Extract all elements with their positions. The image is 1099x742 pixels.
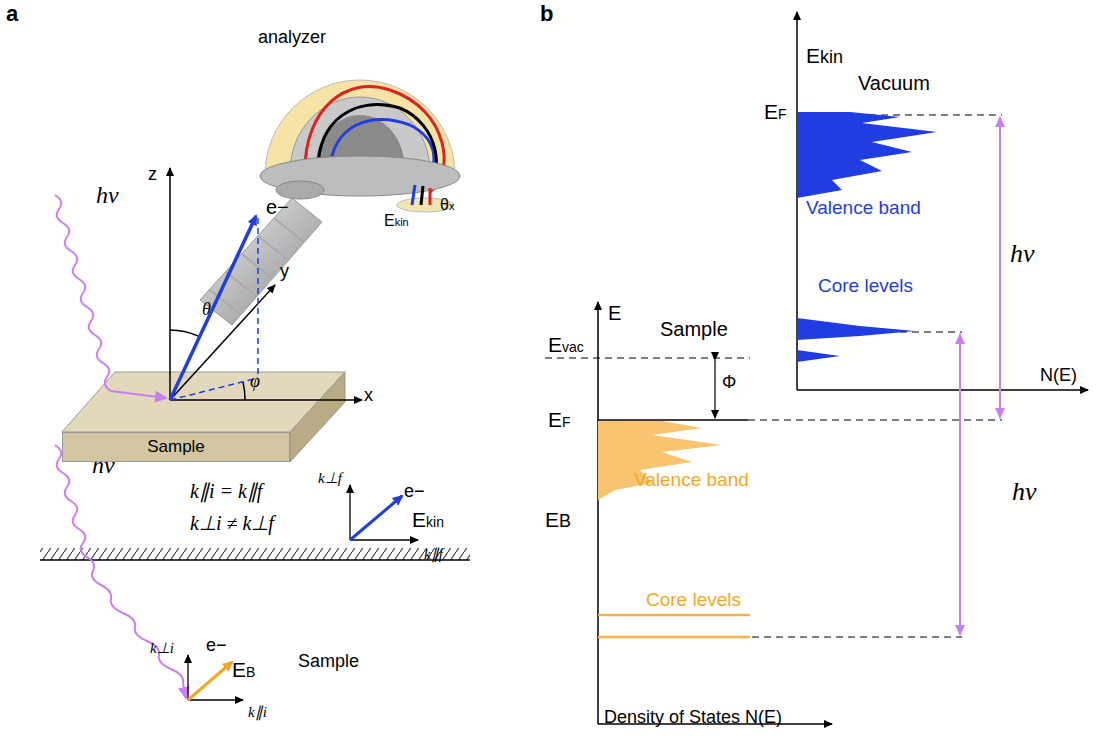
angle-label: φ	[250, 372, 260, 392]
energy-level: Evac	[548, 333, 584, 356]
band-name: Core levels	[818, 276, 913, 297]
photon-label: hν	[1012, 478, 1037, 507]
electron-arrow	[170, 216, 256, 400]
photon-label: hν	[1010, 240, 1035, 269]
analyzer-lens	[200, 198, 322, 325]
photon-label: hν	[96, 182, 119, 208]
sample-side	[290, 372, 345, 462]
energy-level: EF	[764, 100, 787, 123]
signal-name: Ekin	[412, 508, 444, 531]
axis-name: x	[364, 386, 373, 406]
region-name: Vacuum	[858, 72, 930, 94]
axis-name: k⊥i	[150, 640, 174, 657]
axis-name: Ekin	[806, 44, 843, 68]
electron-label: e−	[206, 636, 227, 656]
valence-band-vacuum	[797, 112, 937, 198]
electron-label: e−	[266, 196, 289, 218]
axis-name: k∥i	[248, 704, 267, 721]
photon-wave	[55, 445, 186, 698]
energy-level: EB	[545, 508, 571, 532]
axis-name: N(E)	[1040, 366, 1077, 386]
axis-name: z	[148, 165, 157, 185]
work-function: Φ	[722, 373, 736, 393]
formula: k∥i = k∥f	[190, 480, 262, 502]
electron-label: e−	[404, 482, 425, 502]
panel-letter: a	[6, 2, 18, 26]
angle-label: θ	[202, 300, 211, 320]
axis-name: k∥f	[424, 546, 443, 563]
block-label: Sample	[147, 437, 205, 457]
energy-level: EF	[548, 408, 571, 431]
panel-letter: b	[540, 2, 553, 26]
signal-name: θx	[440, 196, 454, 214]
region-name: Sample	[660, 318, 728, 340]
part-name: analyzer	[258, 28, 326, 48]
region-name: Sample	[298, 652, 359, 672]
signal-name: EB	[232, 658, 255, 681]
axis-name: y	[280, 262, 289, 282]
band-name: Valence band	[806, 198, 921, 219]
analyzer-hemisphere	[260, 80, 460, 212]
photon-wave	[55, 195, 166, 398]
signal-name: Ekin	[384, 212, 409, 230]
axis-name: k⊥f	[318, 470, 342, 487]
band-name: Valence band	[634, 470, 749, 491]
formula: k⊥i ≠ k⊥f	[190, 512, 274, 534]
axis-name: Density of States N(E)	[604, 708, 782, 728]
axis-name: E	[608, 302, 621, 324]
band-name: Core levels	[646, 590, 741, 611]
sample-block: Sample	[62, 432, 290, 462]
